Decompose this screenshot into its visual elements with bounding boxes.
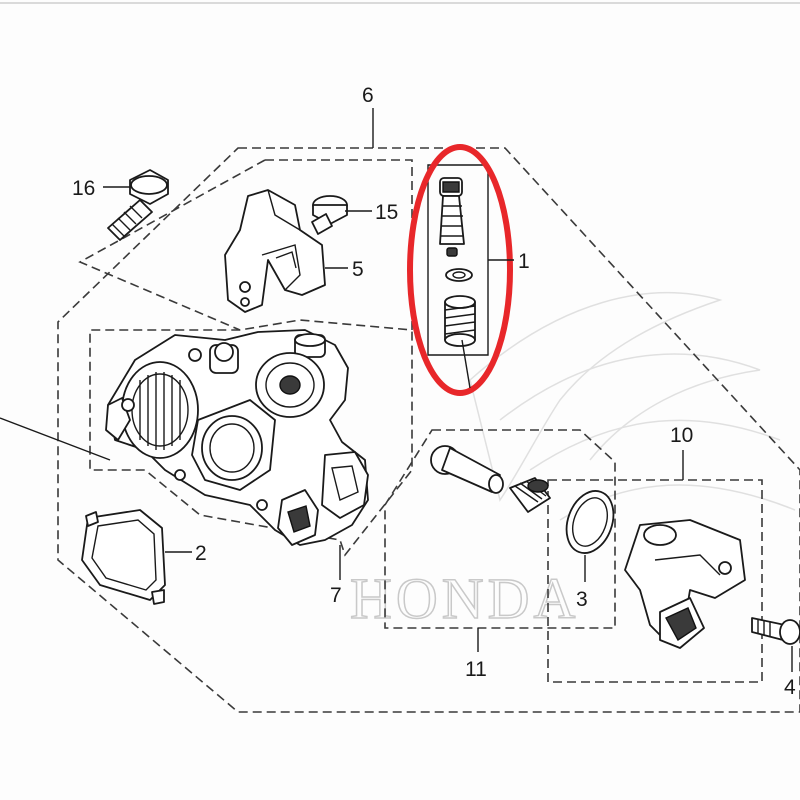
callout-part-6: 6: [362, 84, 374, 107]
o-ring-3: [565, 490, 615, 554]
callout-part-10: 10: [670, 424, 693, 447]
part-11-assembly: [430, 445, 551, 513]
callout-part-16: 16: [72, 177, 95, 200]
screw-4: [751, 617, 800, 645]
callout-labels: 6 16 15 5 1 2 7 10 11 3 4: [72, 84, 796, 699]
leader-lines: [0, 108, 793, 672]
assembly-frame-6: [57, 147, 800, 713]
brand-watermark: HONDA: [349, 292, 796, 632]
bracket-group-frame: [78, 159, 266, 331]
group-11-frame: [384, 429, 616, 629]
callout-part-15: 15: [375, 201, 398, 224]
sensor-10: [624, 519, 746, 649]
callout-part-1: 1: [518, 250, 530, 273]
highlight-circle: [407, 144, 513, 396]
throttle-body-group-frame: [89, 159, 413, 557]
callout-part-4: 4: [784, 676, 796, 699]
group-10-frame: [547, 479, 763, 683]
bolt-16: [107, 169, 169, 241]
throttle-body-7: [105, 329, 369, 546]
callout-part-2: 2: [195, 542, 207, 565]
bracket-5: [224, 189, 326, 313]
callout-part-5: 5: [352, 258, 364, 281]
gasket-2: [81, 509, 166, 605]
callout-part-11: 11: [465, 658, 487, 681]
callout-part-7: 7: [330, 584, 342, 607]
part-1-assembly: [439, 177, 476, 347]
callout-part-3: 3: [576, 588, 588, 611]
watermark-text: HONDA: [350, 566, 579, 631]
bolt-15: [311, 195, 348, 235]
group-1-frame: [427, 164, 489, 356]
